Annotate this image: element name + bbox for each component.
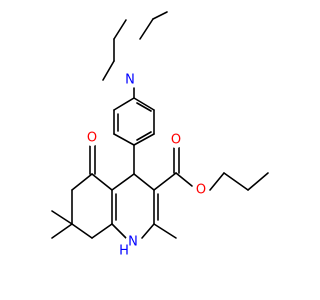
bond	[209, 172, 225, 191]
bond	[133, 173, 155, 191]
atom-symbol: O	[87, 131, 97, 146]
ester-oxygen-label: O	[193, 182, 209, 198]
bond	[91, 173, 113, 191]
bond	[153, 223, 177, 239]
atom-symbol: N	[128, 235, 138, 250]
amine-nitrogen-label: N	[122, 72, 138, 88]
bond	[51, 223, 73, 239]
bond	[113, 97, 135, 111]
bond	[136, 102, 152, 112]
atom-labels: N O O O N H	[84, 72, 209, 259]
atom-symbol: O	[196, 183, 206, 198]
bond	[51, 210, 73, 225]
bond	[152, 11, 168, 20]
bond	[247, 172, 269, 191]
bond	[153, 172, 177, 191]
atom-symbol: N	[125, 73, 135, 88]
bond	[91, 223, 113, 239]
bond	[111, 223, 127, 239]
ketone-oxygen-label: O	[84, 130, 100, 146]
bonds	[51, 11, 269, 239]
bond	[133, 133, 155, 146]
atom-symbol: H	[119, 244, 129, 259]
bond	[71, 173, 93, 191]
ester-carbonyl-oxygen-label: O	[168, 132, 184, 148]
bond	[113, 19, 127, 40]
bond	[223, 172, 249, 191]
bond	[111, 173, 135, 191]
bond	[141, 223, 155, 239]
bond	[102, 60, 115, 81]
bond	[113, 133, 135, 146]
bond	[136, 131, 152, 141]
bond	[175, 172, 193, 187]
bond	[133, 97, 155, 111]
molecule-structure-diagram: N O O O N H	[51, 11, 269, 259]
ring-nh-label: N H	[119, 234, 141, 259]
atom-symbol: O	[171, 133, 181, 148]
bond	[71, 223, 93, 239]
bond	[139, 18, 154, 40]
